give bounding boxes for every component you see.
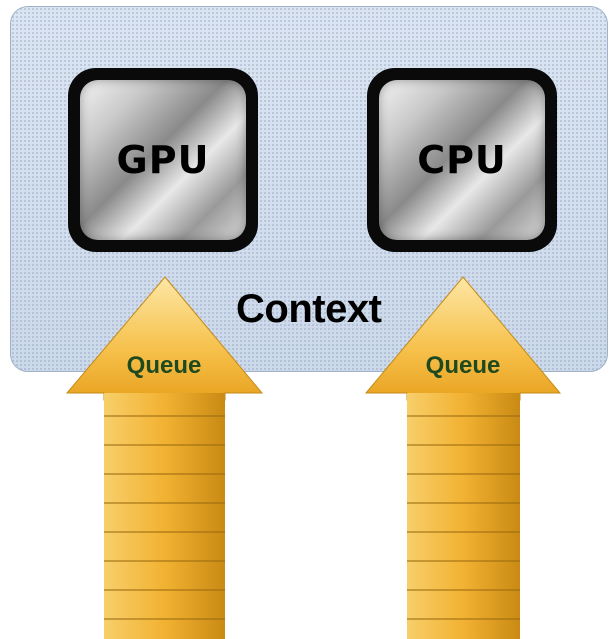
gpu-label: GPU [116, 138, 210, 182]
cpu-label: CPU [417, 138, 507, 182]
cpu-chip-face: CPU [379, 80, 545, 240]
gpu-chip-face: GPU [80, 80, 246, 240]
cpu-chip: CPU [367, 68, 557, 252]
queue-arrow-left-stripes [104, 415, 225, 620]
gpu-chip: GPU [68, 68, 258, 252]
queue-arrow-right-stripes [407, 415, 520, 620]
queue-label-right: Queue [425, 352, 501, 379]
queue-label-left: Queue [126, 352, 202, 379]
queue-arrow-left-shaft [104, 393, 225, 639]
context-label: Context [236, 287, 382, 331]
queue-arrow-right-shaft [407, 393, 520, 639]
